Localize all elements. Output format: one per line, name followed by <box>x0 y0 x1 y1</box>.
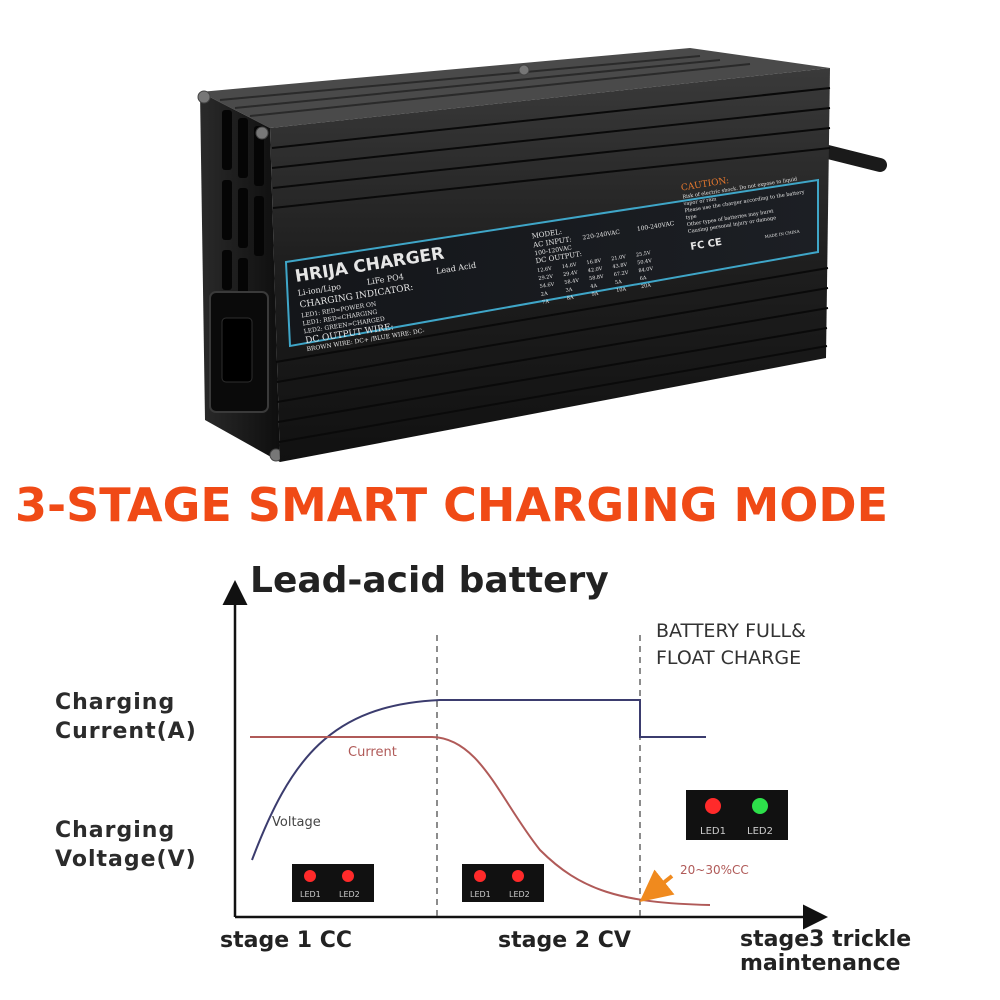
svg-text:vapor or rain: vapor or rain <box>682 196 717 207</box>
svg-text:58.4V: 58.4V <box>564 278 580 286</box>
stage-3-label: stage3 trickle maintenance <box>740 927 912 976</box>
svg-text:LED2: LED2 <box>509 890 530 899</box>
svg-text:MADE IN CHINA: MADE IN CHINA <box>764 229 800 239</box>
svg-text:9A: 9A <box>591 291 599 298</box>
svg-text:4A: 4A <box>590 283 598 290</box>
y-label-voltage: Charging Voltage(V) <box>55 818 197 872</box>
svg-text:84.0V: 84.0V <box>638 266 654 274</box>
svg-text:LED1: LED1 <box>700 826 726 837</box>
power-cable <box>813 143 887 172</box>
svg-text:54.6V: 54.6V <box>539 282 555 290</box>
svg-text:10A: 10A <box>616 286 627 294</box>
voltage-curve-label: Voltage <box>272 815 321 830</box>
svg-text:LED1: LED1 <box>300 890 321 899</box>
svg-text:12.6V: 12.6V <box>537 266 553 274</box>
svg-text:7A: 7A <box>542 299 550 306</box>
led-box-stage3: LED1 LED2 <box>686 790 788 840</box>
svg-text:58.8V: 58.8V <box>589 274 605 282</box>
current-curve-label: Current <box>348 745 397 760</box>
side-vents <box>222 110 264 298</box>
diagram-title: Lead-acid battery <box>250 560 609 601</box>
cc-note-arrow <box>639 869 675 902</box>
cc-note-label: 20~30%CC <box>680 863 749 877</box>
svg-text:21.0V: 21.0V <box>611 254 627 262</box>
svg-text:42.0V: 42.0V <box>587 266 603 274</box>
svg-text:43.8V: 43.8V <box>612 262 628 270</box>
svg-text:67.2V: 67.2V <box>613 270 629 278</box>
svg-text:3A: 3A <box>565 287 573 294</box>
svg-text:LED1: LED1 <box>470 890 491 899</box>
led2-red-indicator <box>512 870 524 882</box>
power-socket <box>209 291 269 413</box>
led-box-stage1: LED1 LED2 <box>292 864 374 902</box>
product-photo: HRIJA CHARGER Li-ion/Lipo LiFe PO4 Lead … <box>197 48 887 462</box>
stage-1-label: stage 1 CC <box>220 928 353 953</box>
svg-text:50.4V: 50.4V <box>637 258 653 266</box>
svg-text:type: type <box>685 214 697 222</box>
svg-text:16.8V: 16.8V <box>586 258 602 266</box>
svg-text:5A: 5A <box>615 279 623 286</box>
svg-text:14.6V: 14.6V <box>561 262 577 270</box>
svg-text:20A: 20A <box>641 283 652 291</box>
led1-red-indicator <box>705 798 721 814</box>
led1-red-indicator <box>304 870 316 882</box>
top-fins <box>219 55 751 117</box>
svg-text:6A: 6A <box>639 275 647 282</box>
stage-2-label: stage 2 CV <box>498 928 631 953</box>
svg-text:8A: 8A <box>566 295 574 302</box>
svg-text:LED2: LED2 <box>747 826 773 837</box>
charging-diagram: LED1 LED2 LED1 LED2 LED1 LED2 Current Vo… <box>222 580 828 930</box>
svg-text:FC CE: FC CE <box>690 237 723 253</box>
front-grooves <box>271 87 831 443</box>
voltage-curve <box>251 699 706 861</box>
current-curve <box>250 736 711 906</box>
svg-text:29.4V: 29.4V <box>563 270 579 278</box>
svg-text:LED2: LED2 <box>339 890 360 899</box>
y-label-current: Charging Current(A) <box>55 690 197 744</box>
headline: 3-STAGE SMART CHARGING MODE <box>15 478 888 532</box>
svg-text:29.2V: 29.2V <box>538 274 554 282</box>
led2-green-indicator <box>752 798 768 814</box>
svg-text:2A: 2A <box>541 291 549 298</box>
led2-red-indicator <box>342 870 354 882</box>
led-box-stage2: LED1 LED2 <box>462 864 544 902</box>
led1-red-indicator <box>474 870 486 882</box>
battery-full-label: BATTERY FULL& FLOAT CHARGE <box>656 620 806 669</box>
svg-text:25.5V: 25.5V <box>636 250 652 258</box>
